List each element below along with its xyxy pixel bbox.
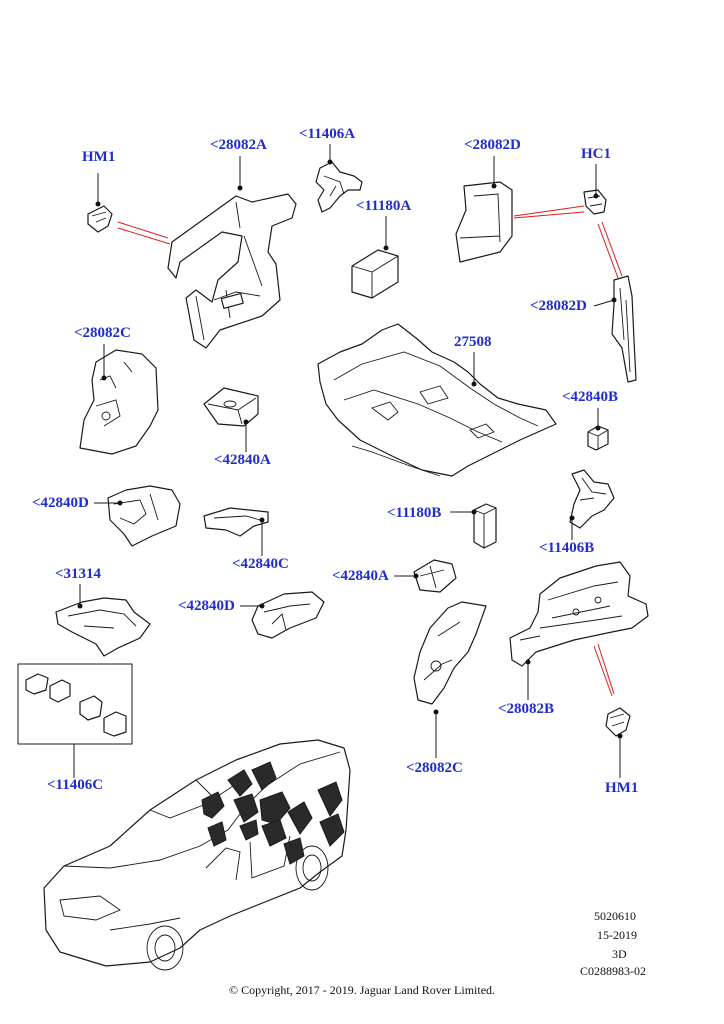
- callout-27508[interactable]: 27508: [454, 334, 492, 350]
- leader-dot: [259, 603, 265, 609]
- callout-42840a-mid[interactable]: <42840A: [332, 568, 389, 584]
- callout-28082a[interactable]: <28082A: [210, 137, 267, 153]
- panel-28082d-side[interactable]: [611, 275, 637, 383]
- leader-dot: [383, 245, 389, 251]
- leader-dot: [491, 183, 497, 189]
- leader-dot: [327, 159, 333, 165]
- leader-dot: [117, 500, 123, 506]
- plate-42840c[interactable]: [203, 507, 269, 537]
- callout-42840d-left[interactable]: <42840D: [32, 495, 89, 511]
- leader-dot: [101, 375, 107, 381]
- leader-dot: [77, 603, 83, 609]
- bracket-11406b[interactable]: [569, 469, 615, 529]
- box-11406c[interactable]: [17, 663, 133, 745]
- pad-42840d-left[interactable]: [107, 485, 181, 547]
- leader-dot: [413, 573, 419, 579]
- shield-28082c-top[interactable]: [79, 349, 159, 455]
- callout-hm1-bottom[interactable]: HM1: [605, 780, 639, 796]
- callout-28082c-top[interactable]: <28082C: [74, 325, 131, 341]
- panel-28082c-bottom[interactable]: [413, 601, 487, 705]
- leader-dot: [237, 185, 243, 191]
- leader-dot: [569, 515, 575, 521]
- leader-dot: [525, 659, 531, 665]
- leader-dot: [611, 297, 617, 303]
- leader-28082d-side: [593, 299, 615, 307]
- callout-42840d-mid[interactable]: <42840D: [178, 598, 235, 614]
- pad-42840a-top[interactable]: [203, 387, 259, 427]
- callout-42840b[interactable]: <42840B: [562, 389, 619, 405]
- pad-42840a-mid[interactable]: [413, 559, 457, 593]
- pad-42840d-mid[interactable]: [251, 591, 325, 639]
- leader-dot: [471, 509, 477, 515]
- illustration-date: 15-2019: [597, 928, 637, 942]
- panel-28082b[interactable]: [509, 561, 649, 667]
- callout-28082d-top[interactable]: <28082D: [464, 137, 521, 153]
- hm1-clip-bottom[interactable]: [605, 707, 631, 737]
- callout-11406a[interactable]: <11406A: [299, 126, 356, 142]
- reference-line-hc1-down: [597, 221, 623, 279]
- reference-line-hm1: [117, 221, 171, 245]
- shield-31314[interactable]: [55, 597, 151, 657]
- block-11180a[interactable]: [351, 249, 399, 299]
- callout-11406b[interactable]: <11406B: [539, 540, 595, 556]
- pad-42840b[interactable]: [587, 425, 609, 451]
- copyright-notice: © Copyright, 2017 - 2019. Jaguar Land Ro…: [228, 983, 496, 997]
- leader-dot: [593, 193, 599, 199]
- callout-28082d-side[interactable]: <28082D: [530, 298, 587, 314]
- illustration-code: 5020610: [594, 909, 636, 923]
- callout-28082c-bottom[interactable]: <28082C: [406, 760, 463, 776]
- bracket-11406a[interactable]: [315, 161, 363, 213]
- block-11180b[interactable]: [473, 503, 497, 549]
- panel-28082d-top[interactable]: [455, 181, 513, 263]
- callout-31314[interactable]: <31314: [55, 566, 102, 582]
- callout-11180b[interactable]: <11180B: [387, 505, 442, 521]
- callout-28082b[interactable]: <28082B: [498, 701, 555, 717]
- leader-dot: [95, 201, 101, 207]
- bracket-28082a[interactable]: [167, 193, 297, 349]
- leader-dot: [259, 517, 265, 523]
- callout-11180a[interactable]: <11180A: [356, 198, 412, 214]
- leader-dot: [433, 709, 439, 715]
- leader-dot: [595, 425, 601, 431]
- leader-dot: [471, 381, 477, 387]
- leader-dot: [243, 419, 249, 425]
- callout-11406c[interactable]: <11406C: [47, 777, 104, 793]
- leader-dot: [617, 733, 623, 739]
- callout-hm1-top[interactable]: HM1: [82, 149, 116, 165]
- floor-pan-27508[interactable]: [317, 323, 557, 477]
- callout-42840c[interactable]: <42840C: [232, 556, 289, 572]
- hm1-clip-top[interactable]: [87, 205, 113, 233]
- insulation-highlights: [201, 761, 345, 865]
- illustration-id: C0288983-02: [580, 964, 646, 978]
- hc1-clip[interactable]: [583, 189, 607, 215]
- callout-42840a-top[interactable]: <42840A: [214, 452, 271, 468]
- illustration-view: 3D: [612, 947, 627, 961]
- reference-line-hc1: [513, 205, 585, 219]
- callout-hc1[interactable]: HC1: [581, 146, 611, 162]
- reference-line-hm1-bottom: [593, 643, 615, 697]
